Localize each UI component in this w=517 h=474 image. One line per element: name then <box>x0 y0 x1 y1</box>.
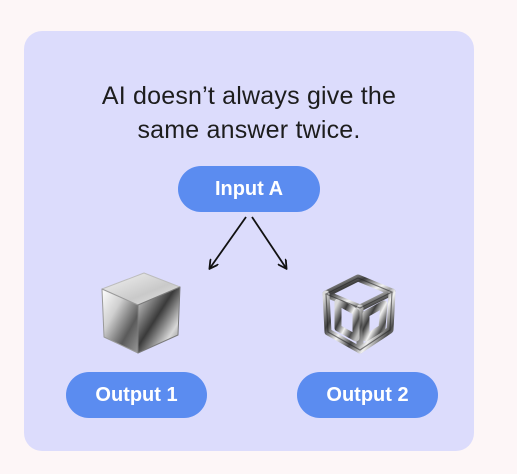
caption: AI doesn’t always give the same answer t… <box>24 79 474 147</box>
caption-line-1: AI doesn’t always give the <box>101 82 397 110</box>
output-2-node: Output 2 <box>297 372 438 418</box>
input-a-node: Input A <box>178 166 320 212</box>
arrow-to-output-2 <box>251 216 286 268</box>
arrows <box>24 216 474 451</box>
hollow-chrome-cube-frame-icon <box>322 274 396 354</box>
diagram-card: AI doesn’t always give the same answer t… <box>24 31 474 451</box>
solid-chrome-cube-icon <box>101 272 181 354</box>
caption-line-2: same answer twice. <box>137 116 361 144</box>
output-1-node: Output 1 <box>66 372 207 418</box>
arrow-to-output-1 <box>210 216 247 268</box>
